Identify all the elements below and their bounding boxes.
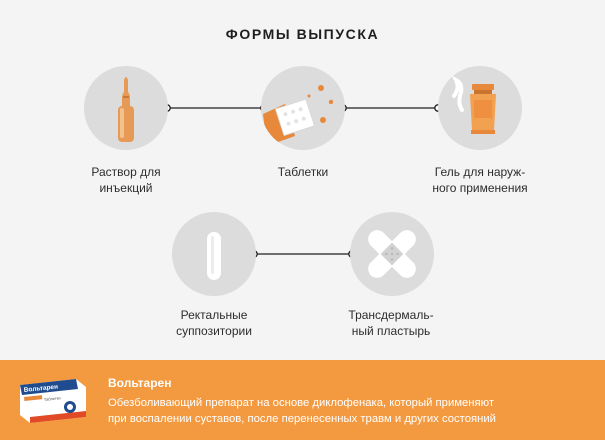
page-title: ФОРМЫ ВЫПУСКА [225, 26, 380, 42]
form-tablets-circle [261, 66, 345, 150]
form-injection-circle [84, 66, 168, 150]
ampoule-icon [118, 77, 134, 142]
form-gel-label: Гель для наруж- ного применения [432, 165, 528, 195]
suppository-icon [207, 232, 221, 280]
form-patch-label: Трансдермаль- ный пластырь [348, 308, 434, 338]
form-patch-circle [350, 212, 434, 296]
product-name: Вольтарен [108, 376, 172, 390]
form-injection-label: Раствор для инъекций [91, 165, 161, 195]
product-description: Обезболивающий препарат на основе диклоф… [108, 397, 496, 425]
form-tablets-label: Таблетки [277, 165, 329, 179]
package-sub-text: Таблетки [44, 395, 61, 402]
connector-lines [163, 104, 442, 258]
tablets-icon [263, 85, 334, 146]
package-brand-text: Вольтарен [23, 383, 58, 394]
form-gel-circle [438, 66, 522, 150]
patch-icon [368, 230, 416, 278]
product-package-icon: Вольтарен Таблетки [20, 379, 86, 423]
gel-tube-icon [451, 75, 496, 134]
product-banner: Вольтарен Таблетки Вольтарен Обезболиваю… [0, 360, 605, 440]
form-suppository-label: Ректальные суппозитории [176, 308, 252, 338]
form-suppository-circle [172, 212, 256, 296]
